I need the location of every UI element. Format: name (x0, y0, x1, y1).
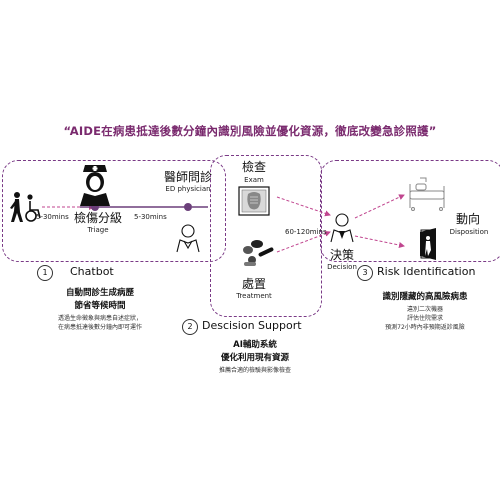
decision-maker-icon (330, 213, 354, 243)
triage-time-label: 5-30mins (134, 213, 167, 221)
xray-icon (238, 186, 270, 216)
step-2-number: 2 (182, 319, 198, 335)
physician-label: 醫師問診 (163, 170, 212, 184)
step-2-sub1: AI輔助系統 (233, 340, 277, 350)
patient-walking-icon (10, 192, 23, 222)
step-1-number: 1 (37, 265, 53, 281)
step-1-title: Chatbot (70, 265, 114, 278)
disposition-label-en: Disposition (449, 228, 489, 236)
disposition-label: 動向 (455, 212, 480, 226)
triage-label: 檢傷分級 (73, 211, 122, 225)
step-3-number: 3 (357, 265, 373, 281)
triage-label-en: Triage (87, 226, 109, 234)
step-3-desc2: 評估住院需求 (406, 315, 443, 322)
step-3-desc3: 預測72小時內非預期返診風險 (385, 324, 465, 331)
decision-label-en: Decision (327, 263, 357, 271)
decision-label: 決策 (329, 248, 354, 262)
region-risk-identification (320, 160, 500, 262)
treatment-icon (243, 240, 274, 266)
physician-dot (184, 203, 192, 211)
wheelchair-icon (25, 194, 41, 222)
step-1-sub1: 自動問診生成病歷 (65, 288, 134, 298)
tagline: “AIDE在病患抵達後數分鐘內識別風險並優化資源，徹底改變急診照護” (63, 124, 437, 138)
treatment-label: 處置 (241, 277, 266, 291)
nurse-icon (80, 165, 110, 206)
hospital-bed-icon (409, 177, 445, 211)
step-3-sub1: 識別隱藏的高風險病患 (382, 292, 468, 302)
doctor-icon (176, 224, 200, 253)
step-1-desc1: 透過生命徵象與病患自述症狀， (57, 315, 142, 322)
step-2-sub2: 優化利用現有資源 (220, 353, 289, 363)
exam-label-en: Exam (244, 176, 264, 184)
exit-door-icon (420, 228, 436, 260)
step-2-title: Descision Support (202, 319, 302, 332)
exam-time-label: 60-120mins (285, 228, 327, 236)
physician-label-en: ED physician (165, 185, 211, 193)
region-chatbot (2, 160, 226, 262)
treatment-label-en: Treatment (236, 292, 272, 300)
step-1-desc2: 在病患抵達後數分鐘內即可運作 (57, 324, 142, 331)
arrival-time-label: 5-30mins (36, 213, 69, 221)
exam-label: 檢查 (241, 160, 266, 174)
step-3-desc1: 違別二次機器 (406, 306, 443, 313)
region-decision-support (210, 155, 322, 317)
step-1-sub2: 節省等候時間 (74, 301, 126, 311)
step-2-desc1: 推薦合適的檢驗與影像檢查 (218, 367, 291, 374)
step-3-title: Risk Identification (377, 265, 476, 278)
